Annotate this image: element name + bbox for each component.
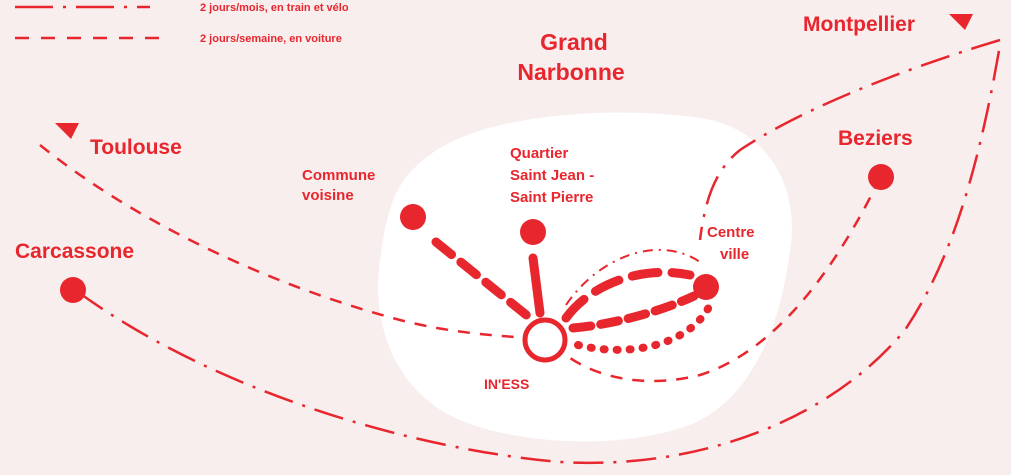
route-toulouse-iness-car	[39, 144, 531, 340]
centre-label-line2: ville	[720, 246, 749, 263]
toulouse-marker	[55, 123, 79, 139]
route-quartier-iness	[528, 253, 545, 318]
route-beziers-iness-car	[561, 177, 882, 383]
legend: 2 jours/mois, en train et vélo 2 jours/s…	[15, 2, 349, 45]
quartier-label-line1: Quartier	[510, 145, 569, 162]
quartier-label-line3: Saint Pierre	[510, 189, 593, 206]
route-carcassone-montpellier-train	[77, 44, 1002, 465]
beziers-marker	[868, 164, 894, 190]
legend-dashed-label: 2 jours/semaine, en voiture	[200, 33, 342, 45]
route-commune-iness	[431, 237, 535, 323]
commune-label-line2: voisine	[302, 187, 354, 204]
quartier-label-line2: Saint Jean -	[510, 167, 594, 184]
centre-marker	[693, 274, 719, 300]
carcassone-label: Carcassone	[15, 240, 134, 263]
grand-narbonne-area	[378, 112, 792, 442]
legend-dashdot-label: 2 jours/mois, en train et vélo	[200, 2, 349, 14]
region-title-line2: Narbonne	[517, 59, 624, 85]
region-title-line1: Grand	[540, 29, 608, 55]
commune-label-line1: Commune	[302, 167, 375, 184]
montpellier-marker	[949, 14, 973, 30]
toulouse-label: Toulouse	[90, 136, 182, 159]
iness-marker	[522, 317, 568, 363]
commune-marker	[400, 204, 426, 230]
montpellier-label: Montpellier	[803, 13, 915, 36]
route-centre-iness-middle	[568, 291, 699, 333]
route-centre-iness-upper	[561, 267, 695, 323]
beziers-label: Beziers	[838, 127, 913, 150]
carcassone-marker	[60, 277, 86, 303]
route-centre-iness-dotted	[574, 301, 714, 354]
iness-label: IN'ESS	[484, 376, 529, 392]
route-montpellier-centre-train	[698, 38, 1001, 241]
quartier-marker	[520, 219, 546, 245]
centre-label-line1: Centre	[707, 224, 755, 241]
